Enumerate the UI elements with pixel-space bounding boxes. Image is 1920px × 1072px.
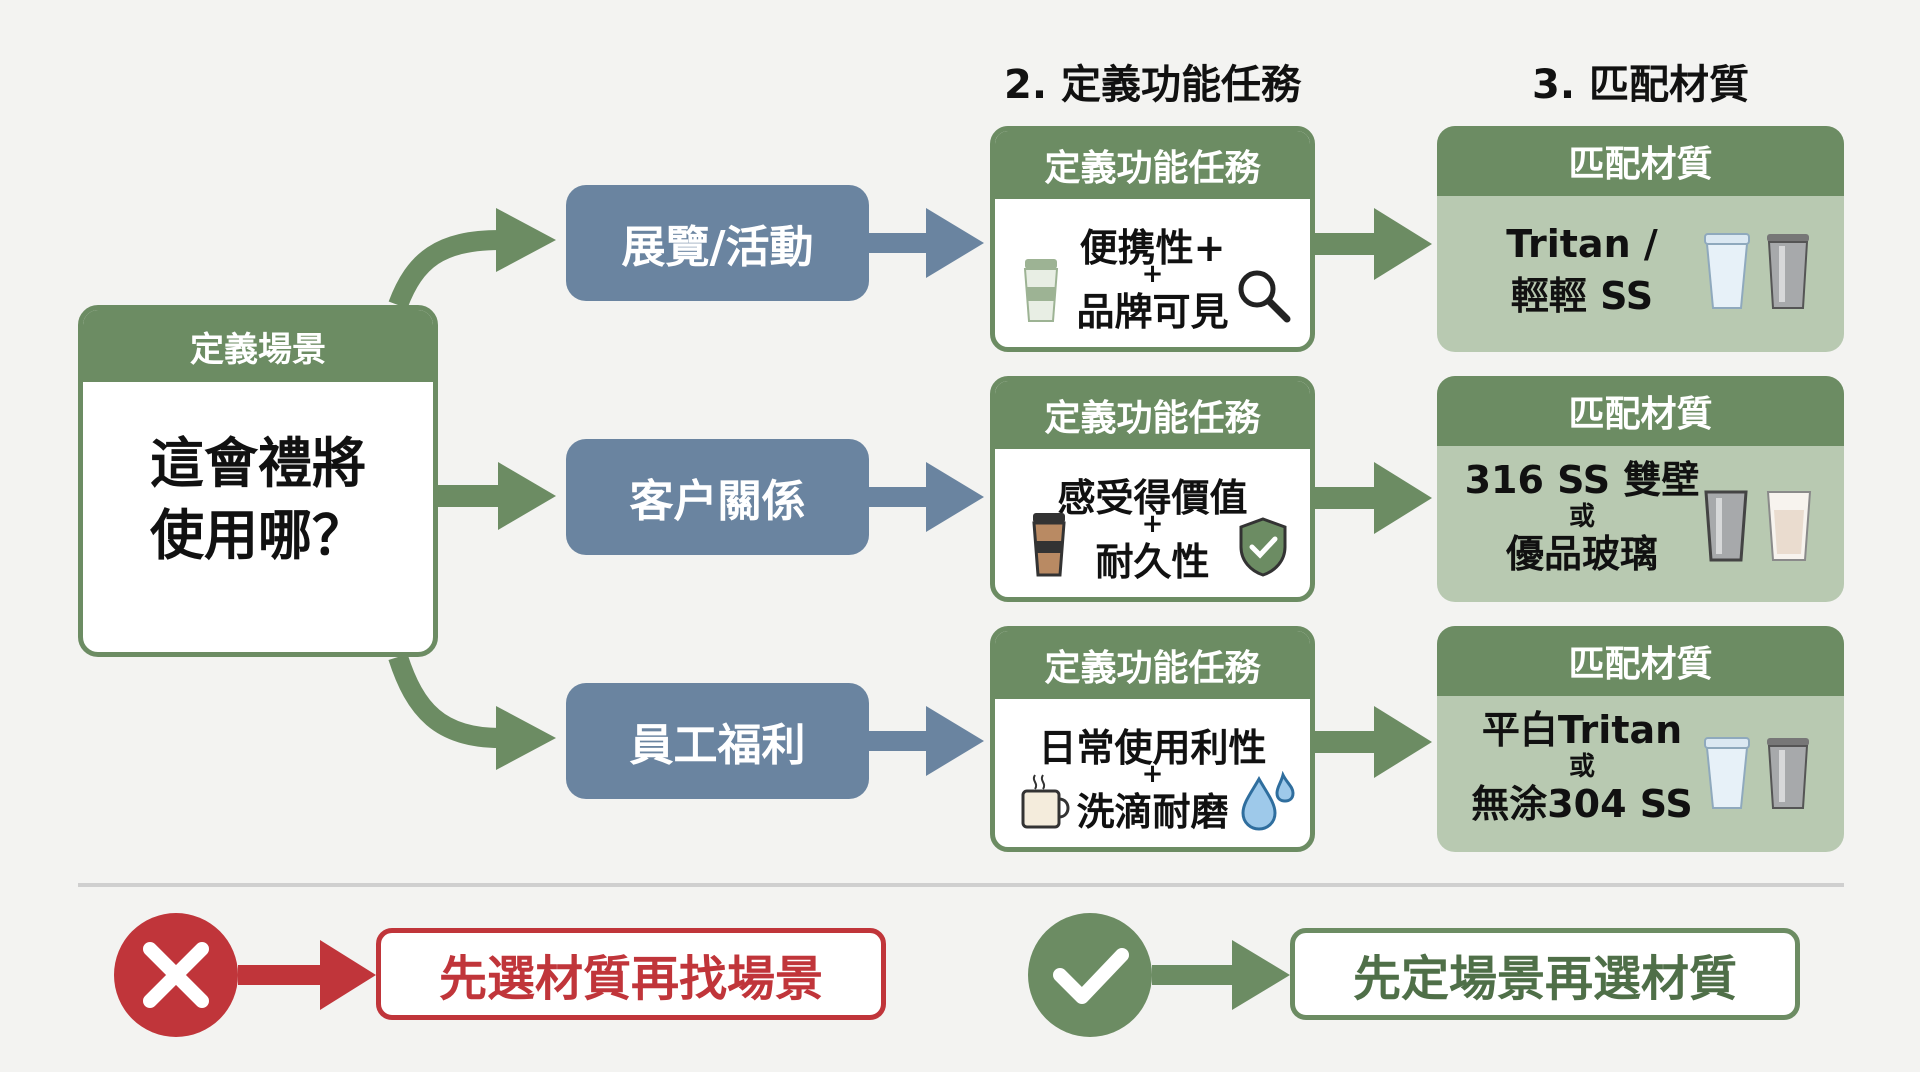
arrow-start-to-scene-3 [388, 653, 501, 748]
material-text: Tritan / 輕輕 SS [1437, 222, 1727, 318]
task-line-2: 洗滴耐磨 [1076, 790, 1229, 834]
steel-cup-icon [1767, 738, 1809, 809]
arrow-start-to-scene-1 [388, 230, 501, 309]
arrow-head-good [1232, 940, 1290, 1010]
arrow-task-mat-1 [1315, 233, 1379, 255]
arrow-task-mat-3 [1315, 731, 1379, 753]
x-icon [114, 913, 238, 1037]
task-box-3: 定義功能任務 日常使用利性 + 洗滴耐磨 [990, 626, 1315, 852]
material-line-2: 優品玻璃 [1505, 532, 1658, 576]
material-box-1: 匹配材質 Tritan / 輕輕 SS [1437, 126, 1844, 352]
material-box-3: 匹配材質 平白Tritan 或 無涂304 SS [1437, 626, 1844, 852]
check-icon [1028, 913, 1152, 1037]
divider [78, 883, 1844, 887]
arrow-head-scene-task-1 [926, 208, 984, 278]
material-header: 匹配材質 [1437, 376, 1844, 446]
arrow-scene-task-2 [869, 487, 931, 507]
arrow-head-bad [320, 940, 376, 1010]
mug-icon [1021, 774, 1070, 829]
task-line-1: 便携性+ [1079, 226, 1226, 270]
magnifier-icon [1238, 270, 1291, 323]
arrow-head-start-scene-3 [496, 706, 556, 770]
water-drops-icon [1241, 771, 1295, 831]
material-text: 平白Tritan 或 無涂304 SS [1437, 708, 1727, 826]
verdict-bad: 先選材質再找場景 [376, 928, 886, 1020]
material-header: 匹配材質 [1437, 626, 1844, 696]
column-title-step3: 3. 匹配材質 [1532, 62, 1749, 108]
start-question: 這會禮將 使用哪？ [150, 432, 366, 567]
coffee-tumbler-icon [1032, 513, 1066, 577]
glass-cup-icon [1766, 491, 1812, 561]
arrow-head-scene-task-2 [926, 462, 984, 532]
arrow-bad [238, 965, 326, 985]
arrow-head-task-mat-3 [1374, 706, 1432, 778]
task-box-1: 定義功能任務 便携性+ + 品牌可見 [990, 126, 1315, 352]
material-text: 316 SS 雙壁 或 優品玻璃 [1437, 458, 1727, 576]
arrow-head-start-scene-2 [498, 462, 556, 530]
task-line-2: 耐久性 [1095, 540, 1210, 584]
clear-cup-icon [1704, 737, 1750, 809]
task-plus: + [1141, 759, 1164, 789]
arrow-start-to-scene-2 [438, 485, 502, 507]
arrow-scene-task-1 [869, 233, 931, 253]
task-header: 定義功能任務 [995, 131, 1310, 199]
steel-cup-icon [1704, 490, 1748, 562]
material-line-1: 平白Tritan [1481, 708, 1683, 752]
material-line-1: Tritan / [1506, 222, 1658, 266]
cup-icon [1023, 259, 1059, 322]
column-title-step2: 2. 定義功能任務 [1004, 62, 1301, 108]
arrow-head-task-mat-1 [1374, 208, 1432, 280]
material-line-1: 316 SS 雙壁 [1464, 458, 1700, 502]
start-header: 定義場景 [83, 310, 433, 382]
scene-client-relations: 客户關係 [566, 439, 869, 555]
arrow-head-task-mat-2 [1374, 462, 1432, 534]
arrow-task-mat-2 [1315, 487, 1379, 509]
material-line-2: 無涂304 SS [1471, 782, 1693, 826]
scene-exhibition: 展覽/活動 [566, 185, 869, 301]
task-header: 定義功能任務 [995, 631, 1310, 699]
arrow-good [1152, 965, 1236, 985]
shield-check-icon [1239, 517, 1287, 577]
material-or: 或 [1568, 502, 1595, 532]
steel-cup-icon [1767, 234, 1809, 309]
task-plus: + [1141, 259, 1164, 289]
clear-cup-icon [1704, 233, 1750, 309]
task-box-2: 定義功能任務 感受得價值 + 耐久性 [990, 376, 1315, 602]
task-line-1: 感受得價值 [1057, 476, 1248, 520]
material-line-2: 輕輕 SS [1510, 274, 1654, 318]
scene-employee-benefits: 員工福利 [566, 683, 869, 799]
arrow-scene-task-3 [869, 731, 931, 751]
start-scenario-box: 定義場景 這會禮將 使用哪？ [78, 305, 438, 657]
task-line-2: 品牌可見 [1076, 290, 1229, 334]
arrow-head-scene-task-3 [926, 706, 984, 776]
material-or: 或 [1568, 752, 1595, 782]
task-plus: + [1141, 509, 1164, 539]
arrow-head-start-scene-1 [496, 208, 556, 272]
task-header: 定義功能任務 [995, 381, 1310, 449]
task-line-1: 日常使用利性 [1038, 726, 1267, 770]
material-header: 匹配材質 [1437, 126, 1844, 196]
material-box-2: 匹配材質 316 SS 雙壁 或 優品玻璃 [1437, 376, 1844, 602]
verdict-good: 先定場景再選材質 [1290, 928, 1800, 1020]
